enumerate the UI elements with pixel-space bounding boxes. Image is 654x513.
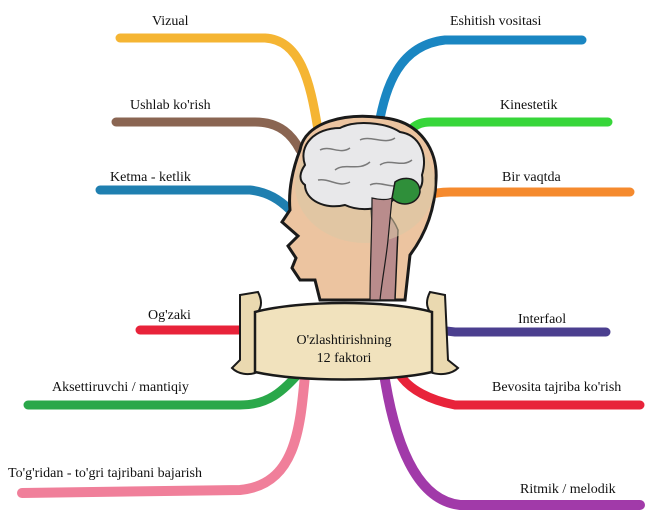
label-togridan: To'g'ridan - to'gri tajribani bajarish: [8, 466, 202, 482]
label-ogzaki: Og'zaki: [148, 308, 191, 324]
branch-bir-vaqtda: [412, 192, 630, 205]
center-title-line2: 12 faktori: [317, 351, 372, 366]
branch-eshitish: [378, 40, 582, 130]
label-bevosita: Bevosita tajriba ko'rish: [492, 380, 621, 396]
label-eshitish: Eshitish vositasi: [450, 14, 541, 30]
branch-kinestetik: [402, 122, 608, 145]
label-aksettiruvchi: Aksettiruvchi / mantiqiy: [52, 380, 189, 396]
label-interfaol: Interfaol: [518, 312, 566, 328]
branch-ketma-ketlik: [100, 190, 290, 210]
label-vizual: Vizual: [152, 14, 188, 30]
label-bir-vaqtda: Bir vaqtda: [502, 170, 561, 186]
label-ketma-ketlik: Ketma - ketlik: [110, 170, 191, 186]
label-ushlab-korish: Ushlab ko'rish: [130, 98, 211, 114]
label-kinestetik: Kinestetik: [500, 98, 558, 114]
branch-ushlab-korish: [116, 122, 300, 150]
branch-vizual: [120, 38, 318, 130]
center-title-line1: O'zlashtirishning: [296, 333, 391, 348]
label-ritmik: Ritmik / melodik: [520, 482, 616, 498]
